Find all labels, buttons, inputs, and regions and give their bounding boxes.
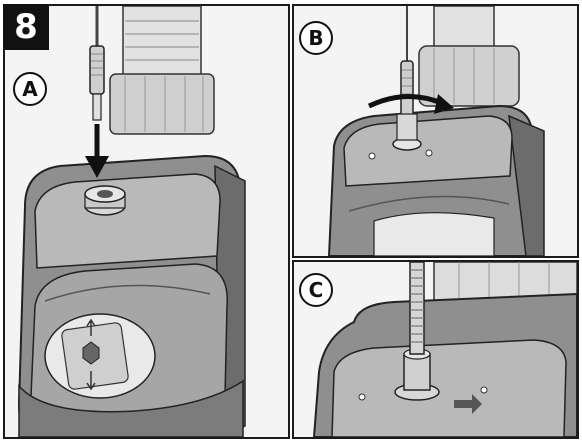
panel-b: B [292, 4, 579, 258]
rotate-arrow-head [434, 94, 454, 114]
actuator-top [331, 339, 567, 437]
panel-c: C [292, 260, 579, 439]
panel-a-label: A [13, 72, 47, 106]
locking-collar [396, 113, 418, 141]
panel-a-illustration [17, 6, 246, 437]
dial-down-arrow [86, 371, 96, 391]
panel-c-illustration [312, 262, 577, 437]
connected-jack-plug [409, 262, 425, 355]
manual-override-dial [373, 212, 495, 256]
step-number-badge: 8 [3, 4, 49, 50]
jack-plug [400, 60, 414, 117]
panel-c-label: C [299, 273, 333, 307]
actuator-side [508, 114, 545, 256]
pipe-fitting [122, 6, 202, 77]
locking-collar [403, 353, 431, 391]
fitting-threads [125, 20, 199, 61]
insert-arrow-head [85, 156, 109, 178]
jack-tip [92, 93, 102, 121]
direction-arrow-icon [454, 394, 482, 414]
union-nut [109, 73, 215, 135]
panel-a: A [3, 4, 290, 439]
hex-key [82, 341, 100, 365]
panel-b-illustration [327, 6, 545, 256]
lower-bezel [18, 379, 244, 437]
dial-up-arrow [86, 318, 96, 336]
panel-b-label: B [299, 21, 333, 55]
jack-plug [89, 45, 105, 95]
actuator-top [34, 173, 221, 269]
